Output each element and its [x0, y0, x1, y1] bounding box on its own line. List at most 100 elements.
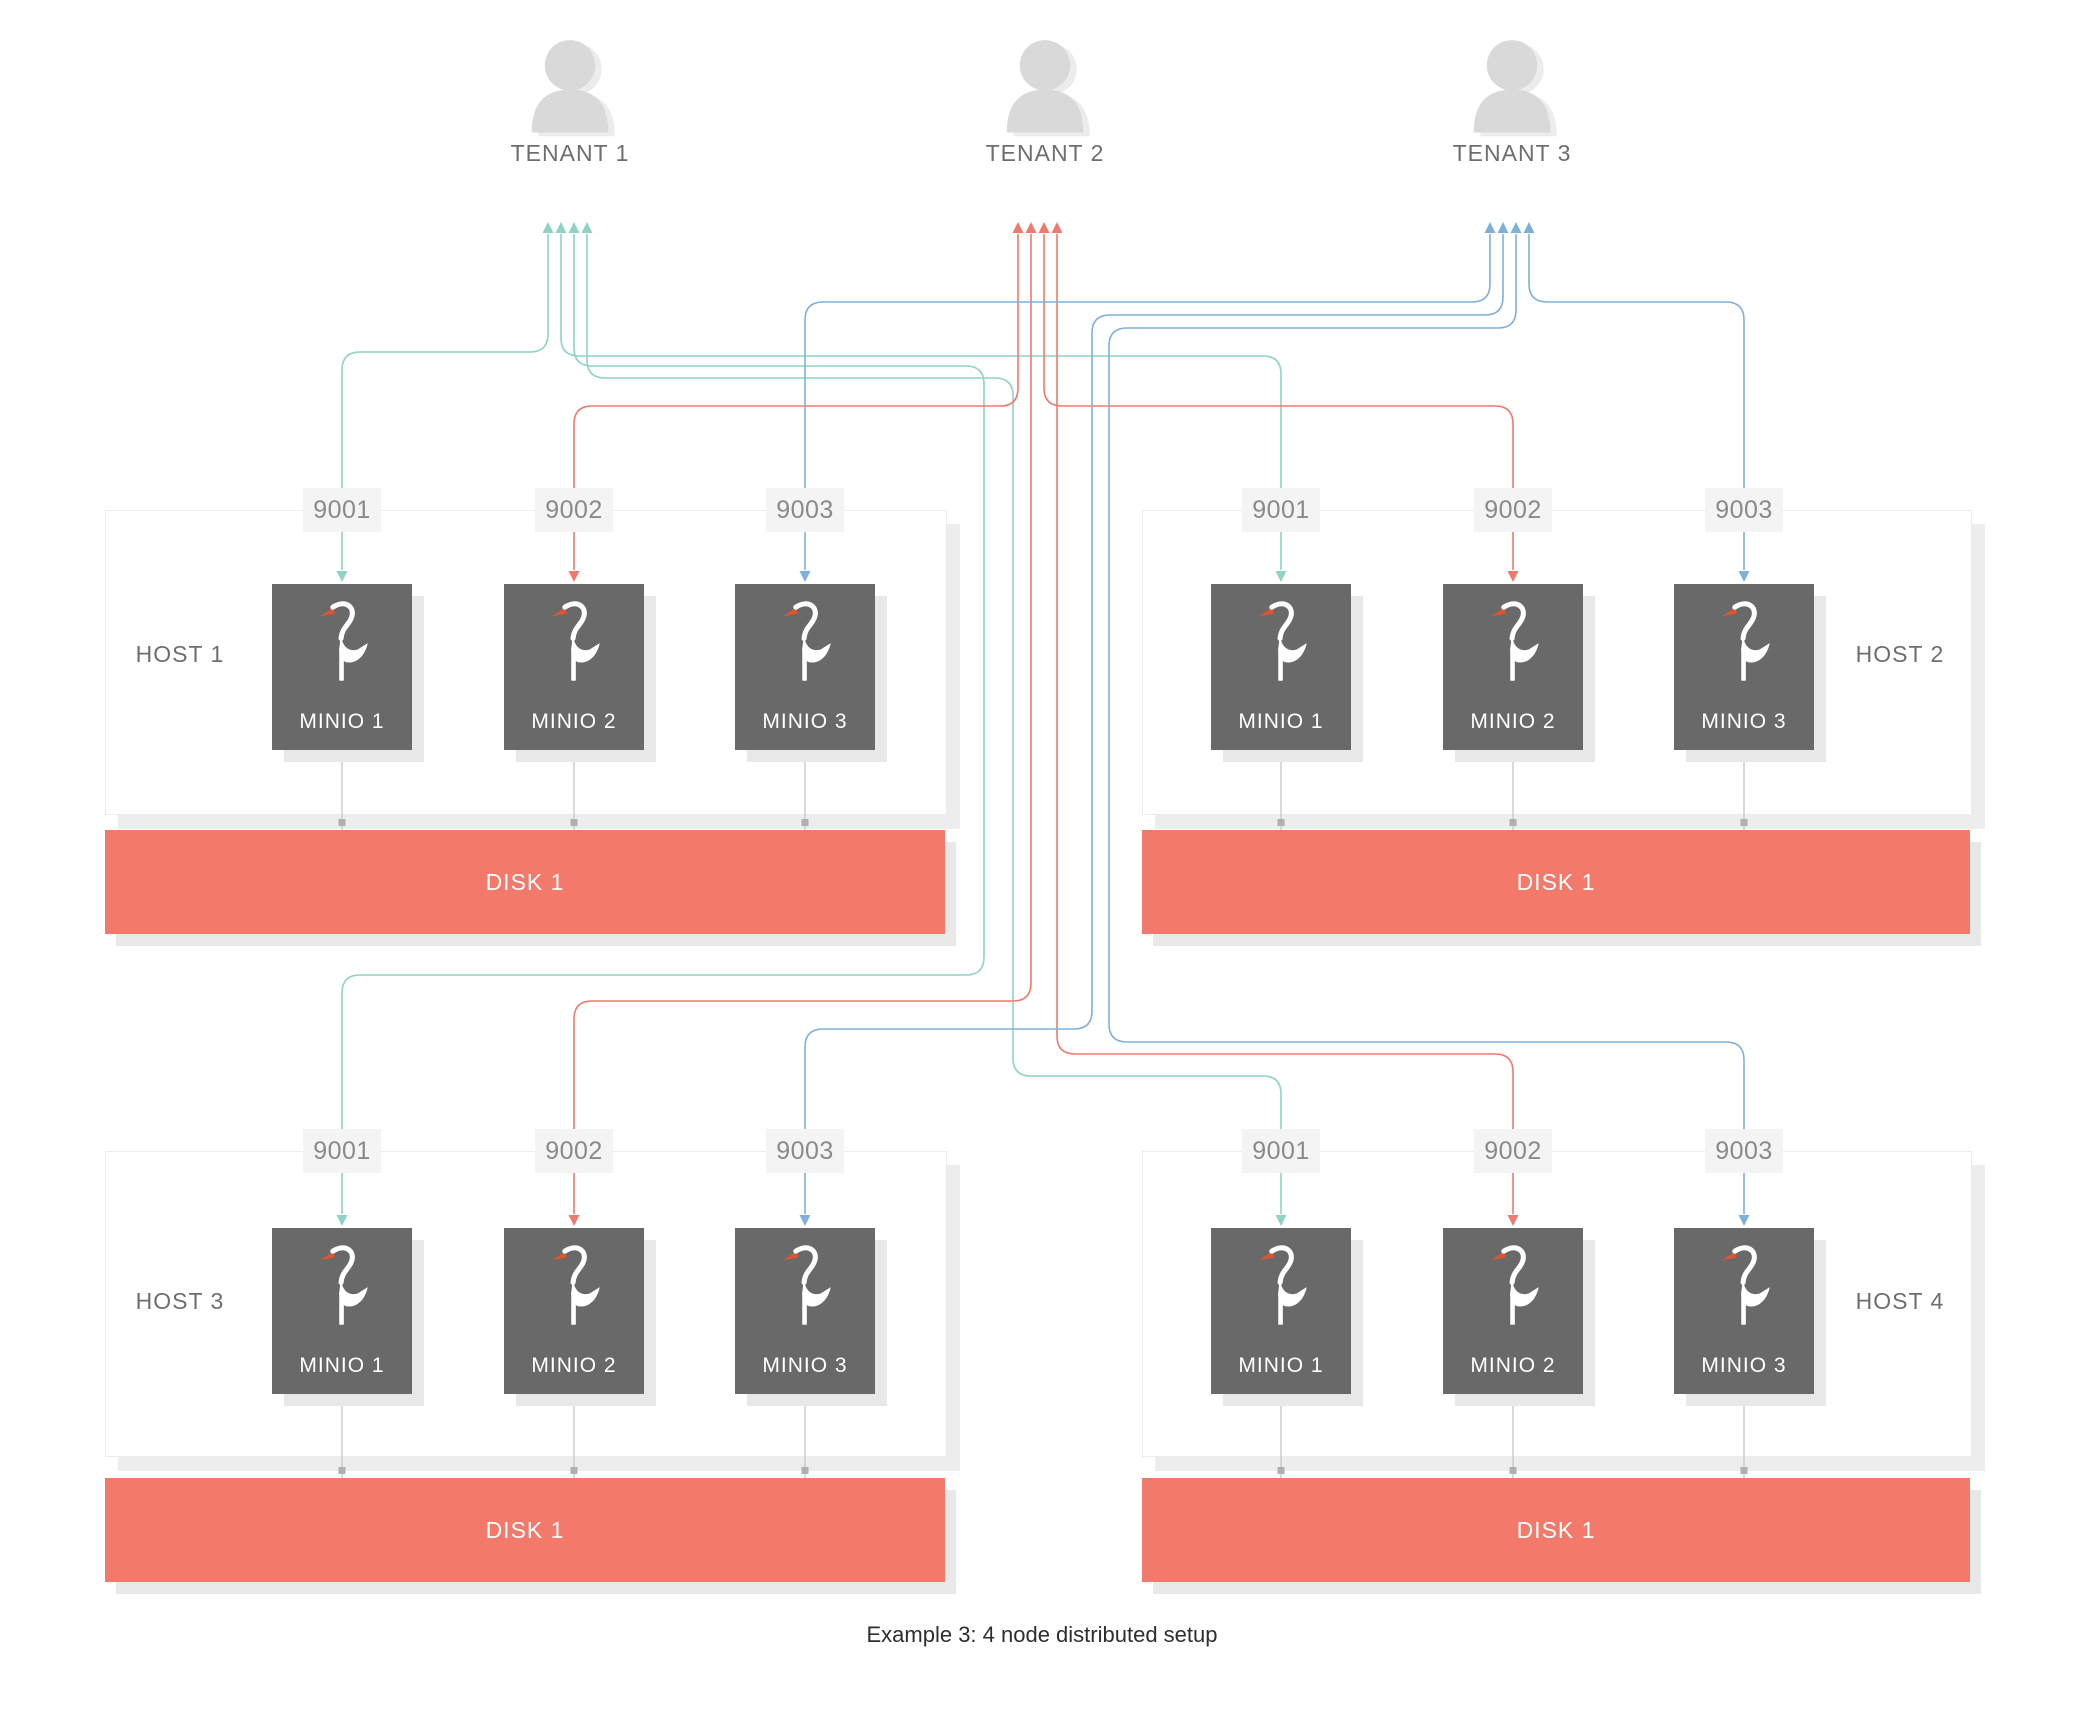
stork-neck [1269, 601, 1294, 642]
minio-node-host2-3: MINIO 3 [1674, 584, 1814, 750]
arrow-up-tenant2 [1025, 222, 1037, 233]
minio-node-label: MINIO 1 [1238, 710, 1324, 733]
arrow-up-tenant2 [1012, 222, 1024, 233]
stork-leg [339, 647, 344, 681]
stork-neck [1732, 601, 1757, 642]
disk-link-cap [1509, 819, 1517, 826]
disk-label: DISK 1 [485, 868, 565, 895]
stork-leg [1741, 647, 1746, 681]
disk-link-cap [801, 819, 809, 826]
stork-wing [571, 1276, 600, 1307]
host-label-4: HOST 4 [1855, 1288, 1945, 1314]
minio-node-host4-1: MINIO 1 [1211, 1228, 1351, 1394]
stork-neck [1269, 1245, 1294, 1286]
minio-stork-icon [1721, 601, 1770, 681]
arrow-up-tenant3 [1523, 222, 1535, 233]
port-label-host3-9003: 9003 [766, 1129, 844, 1173]
port-label-host3-9002: 9002 [535, 1129, 613, 1173]
minio-stork-icon [782, 601, 831, 681]
stork-wing [1510, 1276, 1539, 1307]
stork-beak [1721, 1251, 1737, 1261]
arrow-up-tenant1 [555, 222, 567, 233]
disk-link-cap [1509, 1467, 1517, 1474]
stork-neck [562, 1245, 587, 1286]
disk-link-cap [338, 819, 346, 826]
minio-node-host4-3: MINIO 3 [1674, 1228, 1814, 1394]
stork-wing [339, 1276, 368, 1307]
tenant-label: TENANT 3 [1452, 140, 1572, 166]
minio-node-label: MINIO 3 [1701, 710, 1787, 733]
minio-stork-icon [1721, 1245, 1770, 1325]
minio-node-host4-2: MINIO 2 [1443, 1228, 1583, 1394]
stork-beak [319, 607, 335, 617]
minio-stork-icon [1490, 601, 1539, 681]
port-label-host2-9003: 9003 [1705, 488, 1783, 532]
port-label-host2-9001: 9001 [1242, 488, 1320, 532]
stork-wing [1278, 1276, 1307, 1307]
tenant-label: TENANT 2 [985, 140, 1105, 166]
minio-node-label: MINIO 3 [1701, 1354, 1787, 1377]
disk-link-cap [570, 819, 578, 826]
disk-link-cap [570, 1467, 578, 1474]
stork-beak [1258, 1251, 1274, 1261]
minio-node-label: MINIO 2 [531, 1354, 617, 1377]
stork-leg [802, 1291, 807, 1325]
tenant-label: TENANT 1 [510, 140, 630, 166]
minio-node-label: MINIO 2 [1470, 1354, 1556, 1377]
arrow-up-tenant1 [581, 222, 593, 233]
minio-node-host1-1: MINIO 1 [272, 584, 412, 750]
disk-label: DISK 1 [1516, 1516, 1596, 1543]
stork-neck [1732, 1245, 1757, 1286]
stork-wing [1741, 632, 1770, 663]
stork-leg [571, 647, 576, 681]
port-label-host4-9003: 9003 [1705, 1129, 1783, 1173]
person-icon [531, 40, 615, 137]
minio-node-label: MINIO 1 [299, 1354, 385, 1377]
minio-stork-icon [1258, 601, 1307, 681]
stork-beak [551, 1251, 567, 1261]
disk-bar-host4: DISK 1 [1142, 1478, 1970, 1582]
host-label-1: HOST 1 [135, 641, 225, 667]
arrow-up-tenant1 [542, 222, 554, 233]
stork-beak [782, 1251, 798, 1261]
stork-leg [1278, 1291, 1283, 1325]
minio-node-host1-2: MINIO 2 [504, 584, 644, 750]
disk-link-cap [1277, 819, 1285, 826]
stork-neck [793, 601, 818, 642]
tenant-2: TENANT 2 [935, 28, 1155, 167]
stork-neck [562, 601, 587, 642]
minio-stork-icon [1490, 1245, 1539, 1325]
port-label-host3-9001: 9001 [303, 1129, 381, 1173]
minio-stork-icon [551, 1245, 600, 1325]
stork-leg [571, 1291, 576, 1325]
minio-stork-icon [782, 1245, 831, 1325]
minio-node-host3-2: MINIO 2 [504, 1228, 644, 1394]
stork-beak [319, 1251, 335, 1261]
port-label-host4-9001: 9001 [1242, 1129, 1320, 1173]
arrow-up-tenant2 [1051, 222, 1063, 233]
arrow-up-tenant3 [1497, 222, 1509, 233]
stork-leg [1278, 647, 1283, 681]
minio-node-host3-1: MINIO 1 [272, 1228, 412, 1394]
minio-node-host1-3: MINIO 3 [735, 584, 875, 750]
disk-bar-host1: DISK 1 [105, 830, 945, 934]
port-label-host1-9002: 9002 [535, 488, 613, 532]
port-label-host1-9003: 9003 [766, 488, 844, 532]
disk-link-cap [338, 1467, 346, 1474]
person-icon [1473, 40, 1557, 137]
stork-neck [330, 1245, 355, 1286]
disk-link-cap [801, 1467, 809, 1474]
disk-label: DISK 1 [485, 1516, 565, 1543]
minio-node-host2-1: MINIO 1 [1211, 584, 1351, 750]
arrow-up-tenant1 [568, 222, 580, 233]
stork-wing [802, 1276, 831, 1307]
port-label-host2-9002: 9002 [1474, 488, 1552, 532]
minio-node-label: MINIO 1 [299, 710, 385, 733]
stork-neck [793, 1245, 818, 1286]
disk-link-cap [1740, 819, 1748, 826]
stork-leg [1510, 647, 1515, 681]
tenant-1: TENANT 1 [460, 28, 680, 167]
arrow-up-tenant3 [1510, 222, 1522, 233]
stork-neck [1501, 601, 1526, 642]
